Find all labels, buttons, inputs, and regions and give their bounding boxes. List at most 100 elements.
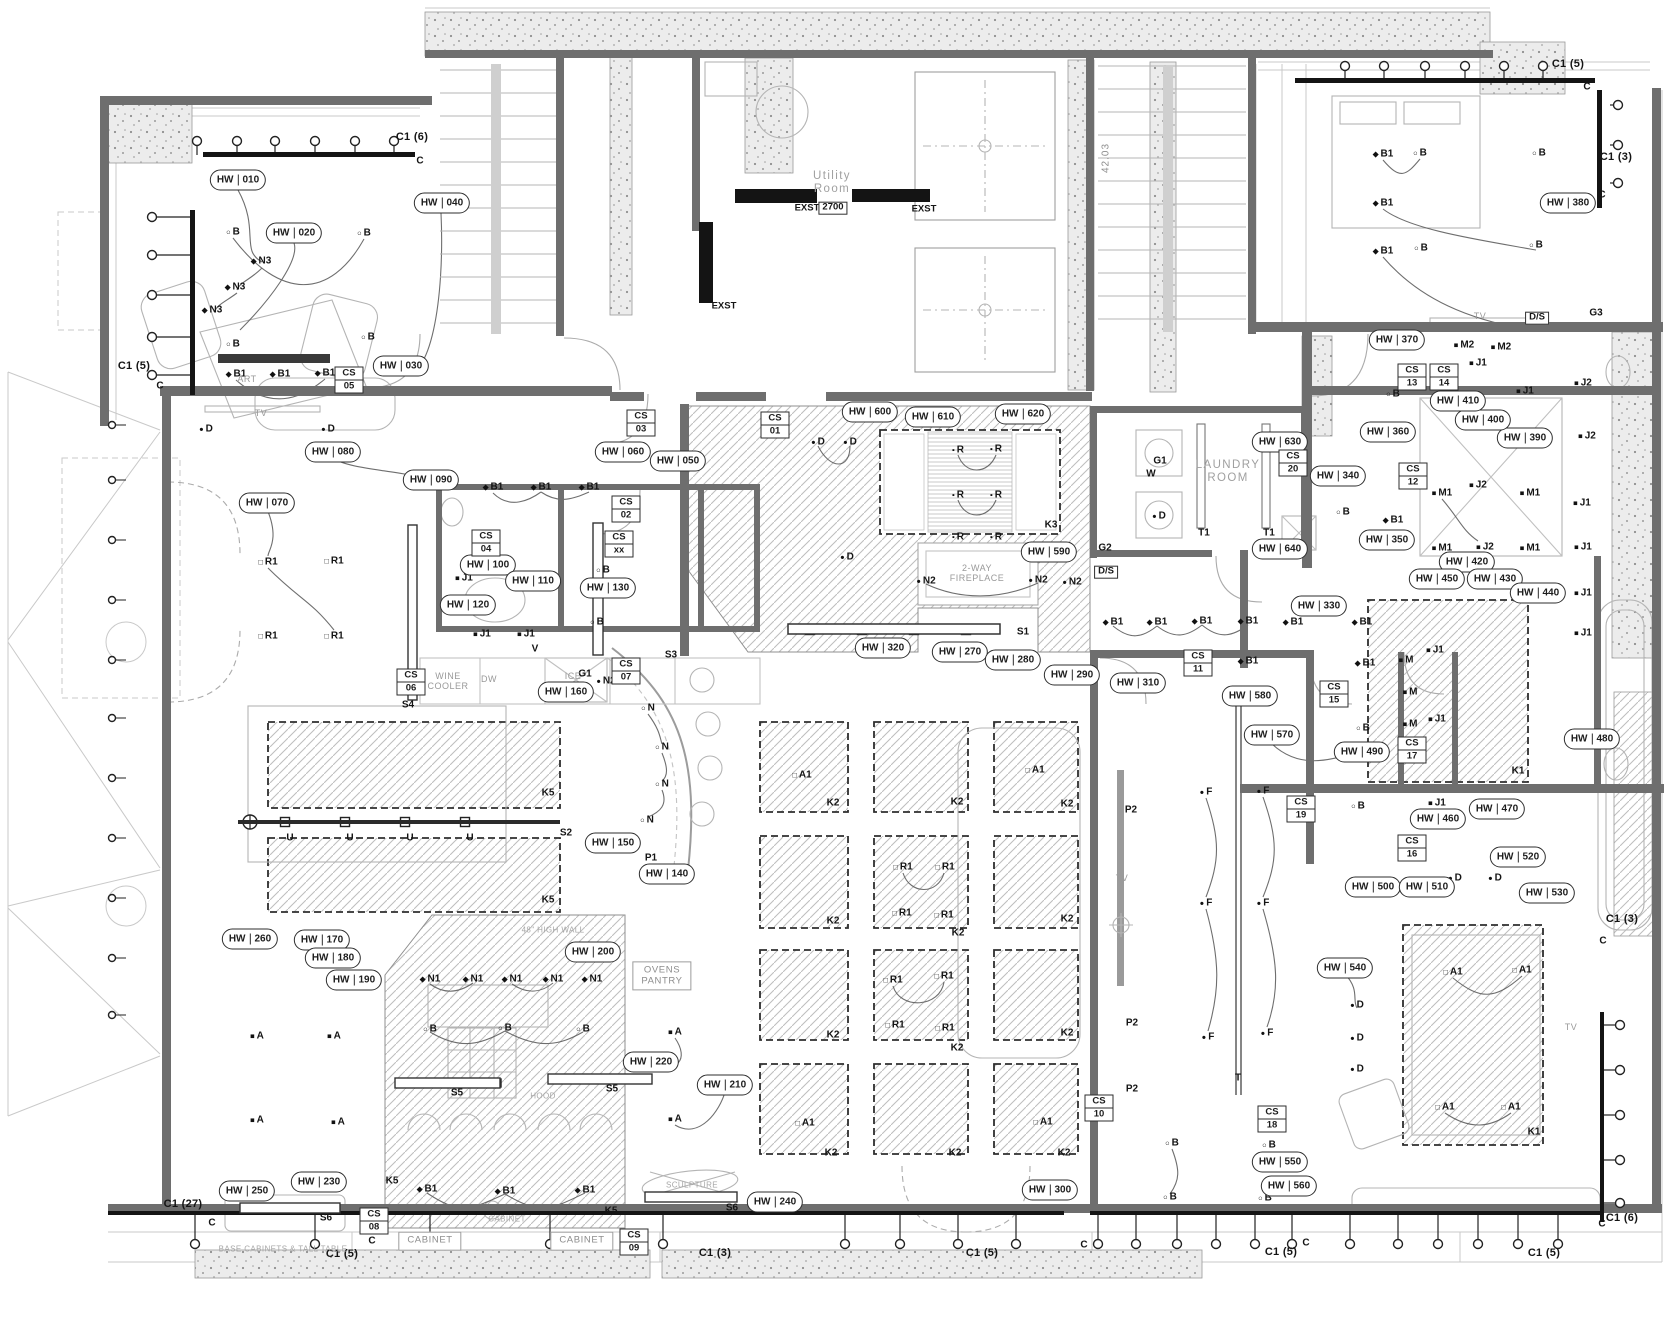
device-K5: K5 [541, 894, 555, 906]
device-marker: ● [1062, 577, 1067, 587]
device-marker: □ [1443, 967, 1448, 977]
device-K5: K5 [385, 1175, 399, 1187]
device-marker: ◆ [501, 974, 508, 984]
device-S4: S4 [401, 699, 415, 711]
device-marker: ○ [1356, 723, 1361, 733]
device-M1: ■M1 [1519, 487, 1541, 499]
device-M2: ■M2 [1453, 339, 1475, 351]
device-D: ●D [1350, 1032, 1364, 1044]
device-marker: ■ [1453, 340, 1459, 350]
device-B1: ◆B1 [314, 367, 336, 379]
device-marker: ■ [1516, 386, 1521, 396]
device-marker: ■ [473, 629, 478, 639]
device-marker: ■ [1574, 588, 1579, 598]
device-marker: □ [935, 1023, 940, 1033]
device-B: ○B [1414, 242, 1428, 254]
device-marker: □ [883, 975, 888, 985]
device-marker: ○ [1529, 240, 1534, 250]
device-marker: ● [1199, 787, 1205, 797]
device-B1: ◆B1 [1146, 616, 1168, 628]
device-marker: □ [935, 862, 940, 872]
device-marker: ◆ [1237, 616, 1244, 626]
device-R1: □R1 [258, 630, 278, 642]
device-J1: ■J1 [455, 572, 473, 584]
annotation-exst: EXST [911, 203, 937, 215]
ceiling-panels [267, 599, 1544, 1155]
device-N3: ◆N3 [224, 281, 246, 293]
device-S1: S1 [1016, 626, 1030, 638]
device-marker: □ [934, 910, 939, 920]
device-M: ■M [1402, 686, 1418, 698]
room-label: CABINET [488, 1214, 526, 1224]
device-J1: ■J1 [1428, 797, 1446, 809]
device-R: ▪R [990, 531, 1002, 543]
device-marker: ■ [1428, 798, 1433, 808]
room-label: TV [254, 407, 268, 418]
device-C: C [1583, 81, 1591, 93]
device-marker: □ [792, 770, 797, 780]
room-label: 42.03 [1100, 142, 1112, 174]
device-C: C [416, 155, 424, 167]
device-U: U [466, 832, 474, 844]
device-marker: ■ [1428, 714, 1433, 724]
device-F: ●F [1201, 1031, 1215, 1043]
device-marker: ○ [590, 617, 595, 627]
device-marker: ▪ [990, 444, 993, 454]
device-N2: ●N2 [1028, 574, 1048, 586]
device-M2: ■M2 [1490, 341, 1512, 353]
room-label: WINE COOLER [427, 670, 469, 691]
device-marker: ■ [1574, 628, 1579, 638]
device-marker: ■ [668, 1114, 673, 1124]
device-A: ■A [327, 1030, 341, 1042]
device-R1: □R1 [885, 1019, 905, 1031]
device-U: U [286, 832, 294, 844]
device-marker: ○ [361, 332, 366, 342]
device-marker: □ [885, 1020, 890, 1030]
device-marker: ○ [640, 815, 645, 825]
circuit-label: C1 (3) [1605, 912, 1639, 925]
device-R: ▪R [990, 443, 1002, 455]
device-R1: □R1 [935, 861, 955, 873]
device-marker: ○ [1386, 389, 1391, 399]
device-B: ○B [1262, 1139, 1276, 1151]
device-B1: ◆B1 [1282, 616, 1304, 628]
device-marker: ◆ [574, 1185, 581, 1195]
device-U: U [406, 832, 414, 844]
device-marker: ◆ [462, 974, 469, 984]
circuit-label: C1 (3) [698, 1246, 732, 1259]
device-K5: K5 [541, 787, 555, 799]
device-marker: ● [840, 552, 845, 562]
circuit-label: C1 (5) [1264, 1245, 1298, 1258]
room-label: LAUNDRY ROOM [1195, 459, 1261, 484]
device-N: ○N [640, 814, 654, 826]
device-R1: □R1 [934, 909, 954, 921]
device-C: C [1599, 935, 1607, 947]
device-marker: ◆ [1372, 198, 1379, 208]
device-B: ○B [357, 227, 371, 239]
room-label: OVENS PANTRY [632, 961, 692, 991]
device-B: ○B [1386, 388, 1400, 400]
device-F: ●F [1199, 897, 1213, 909]
device-G1: G1 [578, 668, 592, 680]
room-label: DW [481, 673, 497, 684]
